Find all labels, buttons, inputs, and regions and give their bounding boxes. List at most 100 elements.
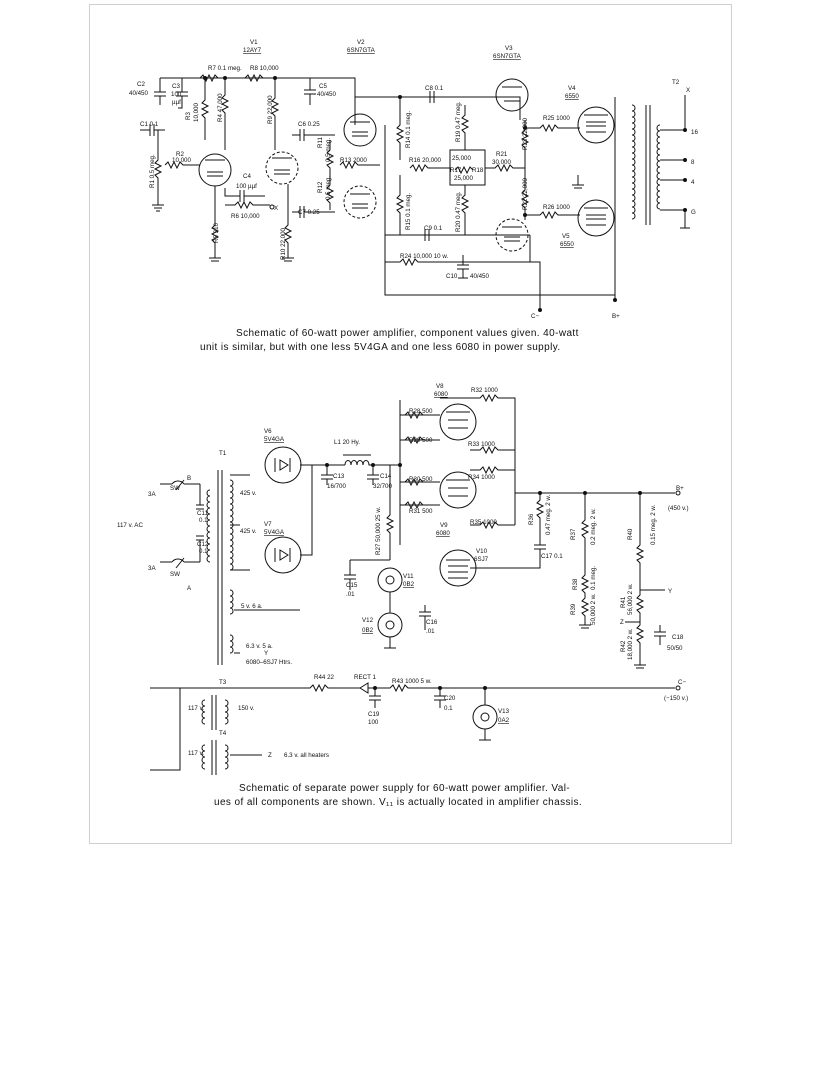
label-v7-0: V7 xyxy=(264,521,272,528)
tube-v11 xyxy=(377,567,403,593)
label-r23: R23 22,000 xyxy=(522,117,529,150)
label-r40: R40 xyxy=(627,528,634,540)
label-cminus: C− xyxy=(531,313,539,320)
tube-v3a xyxy=(495,78,529,112)
power-supply-schematic xyxy=(150,393,681,775)
label-v6-1: 5V4GA xyxy=(264,436,285,443)
label-c18: C18 xyxy=(672,634,684,641)
label-r37v: 0.2 meg. 2 w. xyxy=(590,508,597,545)
label-r43: R43 1000 5 w. xyxy=(392,678,432,685)
label-ac: 117 v. AC xyxy=(117,522,143,529)
label-tg: G xyxy=(691,209,696,216)
label-c18v: 50/50 xyxy=(667,645,683,652)
label-v2-1: 6SN7GTA xyxy=(347,47,376,54)
tube-v2a xyxy=(343,113,377,147)
label-r38v: 0.1 meg. xyxy=(590,566,597,590)
label-v7-1: 5V4GA xyxy=(264,529,285,536)
label-r1: R1 0.5 meg. xyxy=(149,154,156,188)
label-v13-0: V13 xyxy=(498,708,510,715)
tube-v6 xyxy=(264,446,302,484)
label-r12v: 0.5 meg. xyxy=(325,176,332,200)
label-r24: R24 10,000 10 w. xyxy=(400,253,448,260)
label-c4: C4 xyxy=(243,173,251,180)
label-r15: R15 0.1 meg. xyxy=(405,193,412,230)
label-r41v: 56,000 2 w. xyxy=(627,583,634,615)
label-r6: R6 10,000 xyxy=(231,213,260,220)
label-c14v: 32/700 xyxy=(373,483,392,490)
label-c2v: 40/450 xyxy=(129,90,148,97)
label-r22: R22 22,000 xyxy=(522,177,529,210)
label-w63all: 6.3 v. all heaters xyxy=(284,752,329,759)
label-v10-0: V10 xyxy=(476,548,488,555)
label-v11-0: V11 xyxy=(403,573,414,580)
label-zh: Z xyxy=(268,752,272,759)
label-r2: R2 xyxy=(176,151,184,158)
label-v5-0: V5 xyxy=(562,233,570,240)
label-c3v: 100 xyxy=(171,91,182,98)
label-r25: R25 1000 xyxy=(543,115,570,122)
amplifier-caption-line-1: Schematic of 60-watt power amplifier, co… xyxy=(236,328,579,339)
label-c8: C8 0.1 xyxy=(425,85,444,92)
label-w425b: 425 v. xyxy=(240,528,257,535)
label-c20: C20 xyxy=(444,695,456,702)
amplifier-schematic xyxy=(140,73,690,312)
label-r35: R35 1000 xyxy=(470,519,497,526)
label-r42v: 18,000 2 w. xyxy=(627,628,634,660)
label-r17: R17 xyxy=(450,167,462,174)
label-c17: C17 0.1 xyxy=(541,553,563,560)
label-bplus: B+ xyxy=(676,485,684,492)
label-c11: C11 xyxy=(197,510,208,517)
label-rect: RECT 1 xyxy=(354,674,376,681)
label-f3a2: 3A xyxy=(148,565,156,572)
label-r5: R5 316 xyxy=(213,222,220,243)
label-r21: R21 xyxy=(496,151,508,158)
label-c13v: 16/700 xyxy=(327,483,346,490)
label-c5v: 40/450 xyxy=(317,91,336,98)
label-c15v: .01 xyxy=(346,591,355,598)
label-c12v: 0.1 xyxy=(199,548,208,555)
label-v12-0: V12 xyxy=(362,617,374,624)
label-v4-0: V4 xyxy=(568,85,576,92)
tube-v12 xyxy=(377,612,403,638)
label-r21v: 30,000 xyxy=(492,159,511,166)
label-c16v: .01 xyxy=(426,628,435,635)
label-r19: R19 0.47 meg. xyxy=(455,101,462,142)
amplifier-caption-line-2: unit is similar, but with one less 5V4GA… xyxy=(200,342,561,353)
label-r30: R30 500 xyxy=(409,476,433,483)
label-c3: C3 xyxy=(172,83,180,90)
label-r11v: 0.5 meg. xyxy=(325,138,332,162)
tube-v1a xyxy=(198,153,232,187)
label-r7: R7 0.1 meg. xyxy=(208,65,242,72)
label-c19: C19 xyxy=(368,711,380,718)
label-c20v: 0.1 xyxy=(444,705,453,712)
label-t2: T2 xyxy=(672,79,680,86)
label-v10-1: 6SJ7 xyxy=(474,556,489,563)
label-r2v: 10,000 xyxy=(172,157,191,164)
label-r36v: 0.47 meg. 2 w. xyxy=(545,494,552,535)
label-v3-1: 6SN7GTA xyxy=(493,53,522,60)
label-v11-1: 0B2 xyxy=(403,581,415,588)
label-bplusv: (450 v.) xyxy=(668,505,689,512)
label-c15: C15 xyxy=(346,582,358,589)
label-c9: C9 0.1 xyxy=(424,225,443,232)
label-r38: R38 xyxy=(572,578,579,590)
label-sw2: SW xyxy=(170,571,180,578)
label-w117a: 117 v. xyxy=(188,705,204,712)
label-v12-1: 0B2 xyxy=(362,627,374,634)
label-r16: R16 20,000 xyxy=(409,157,442,164)
label-c10v: 40/450 xyxy=(470,273,489,280)
label-zout: Z xyxy=(620,619,624,626)
label-r28: R28 500 xyxy=(409,408,433,415)
label-c4v: 100 µµf xyxy=(236,183,257,190)
label-t8: 8 xyxy=(691,159,695,166)
label-w63: 6.3 v. 5 a. xyxy=(246,643,273,650)
label-v3-0: V3 xyxy=(505,45,513,52)
label-wy: Y xyxy=(264,650,268,657)
label-whtr: 6080–6SJ7 Htrs. xyxy=(246,659,292,666)
label-r27: R27 50,000 25 w. xyxy=(375,507,382,555)
label-r39: R39 xyxy=(570,603,577,615)
label-r31: R31 500 xyxy=(409,508,433,515)
label-v13-1: 0A2 xyxy=(498,717,510,724)
